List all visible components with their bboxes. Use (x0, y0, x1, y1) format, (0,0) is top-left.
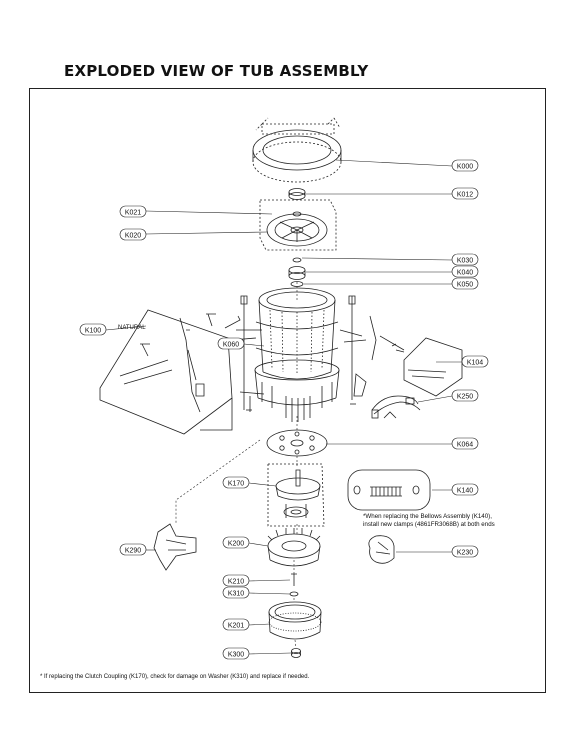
pulsator-part (259, 199, 337, 251)
callout-k300-text: K300 (228, 652, 244, 659)
spin-basket-part (254, 287, 340, 422)
callout-k210-text: K210 (228, 579, 244, 586)
callout-k021 (119, 205, 147, 218)
callout-k020 (119, 228, 147, 241)
callout-k230 (451, 545, 479, 558)
callout-k030-text: K030 (457, 258, 473, 265)
bottom-nut-part (291, 648, 301, 658)
callout-k201-text: K201 (228, 623, 244, 630)
nut-stack-part (288, 257, 306, 287)
callout-k290-text: K290 (125, 548, 141, 555)
callout-k310 (222, 586, 250, 599)
callout-k012-text: K012 (457, 192, 473, 199)
callout-k021-text: K021 (125, 210, 141, 217)
callout-k060-text: K060 (223, 342, 239, 349)
callout-k200 (222, 536, 250, 549)
drain-clamp-part (368, 535, 395, 564)
wire-harness-part (371, 395, 421, 419)
page-title: EXPLODED VIEW OF TUB ASSEMBLY (64, 62, 369, 80)
callout-k100 (79, 323, 107, 336)
rod-detail-box (395, 337, 463, 397)
stator-part (268, 601, 322, 640)
suspension-rods-left (206, 295, 265, 412)
clutch-coupling-part (267, 463, 325, 527)
callout-k170-text: K170 (228, 481, 244, 488)
callout-k000 (451, 159, 479, 172)
callout-k300 (222, 647, 250, 660)
diagram-frame (29, 88, 546, 693)
callout-k040 (451, 265, 479, 278)
tub-cover-part (252, 117, 342, 183)
callout-k140-text: K140 (457, 488, 473, 495)
callout-k210 (222, 574, 250, 587)
callout-k140 (451, 483, 479, 496)
callout-k250-text: K250 (457, 394, 473, 401)
bellows-assembly-part (347, 469, 431, 511)
callout-k230-text: K230 (457, 550, 473, 557)
callout-k100-text: K100 (85, 328, 101, 335)
callout-k104 (461, 355, 489, 368)
callout-k064 (451, 437, 479, 450)
bellows-note-line2: install new clamps (4861FR3068B) at both… (363, 521, 495, 528)
callout-k050-text: K050 (457, 282, 473, 289)
callout-k104-text: K104 (467, 360, 483, 367)
callout-k012 (451, 187, 479, 200)
natural-detail-box (99, 309, 233, 435)
callout-k200-text: K200 (228, 541, 244, 548)
callout-k310-text: K310 (228, 591, 244, 598)
cap-part (288, 188, 306, 200)
callout-k060 (217, 337, 245, 350)
callout-k201 (222, 618, 250, 631)
leader-lines (105, 159, 462, 655)
callout-k020-text: K020 (125, 233, 141, 240)
bracket-part (153, 523, 197, 571)
callout-k040-text: K040 (457, 270, 473, 277)
callout-labels (79, 159, 489, 660)
callout-k030 (451, 253, 479, 266)
callout-k064-text: K064 (457, 442, 473, 449)
callout-k050 (451, 277, 479, 290)
bellows-note-line1: *When replacing the Bellows Assembly (K1… (363, 513, 492, 520)
callout-k290 (119, 543, 147, 556)
callout-k170 (222, 476, 250, 489)
suspension-rods-right (339, 295, 405, 405)
screw-washer-part (289, 573, 299, 597)
base-plate-part (266, 429, 328, 457)
footnote: * If replacing the Clutch Coupling (K170… (40, 674, 310, 680)
callout-k250 (451, 389, 479, 402)
natural-label: NATURAL (118, 325, 146, 331)
callout-k000-text: K000 (457, 164, 473, 171)
